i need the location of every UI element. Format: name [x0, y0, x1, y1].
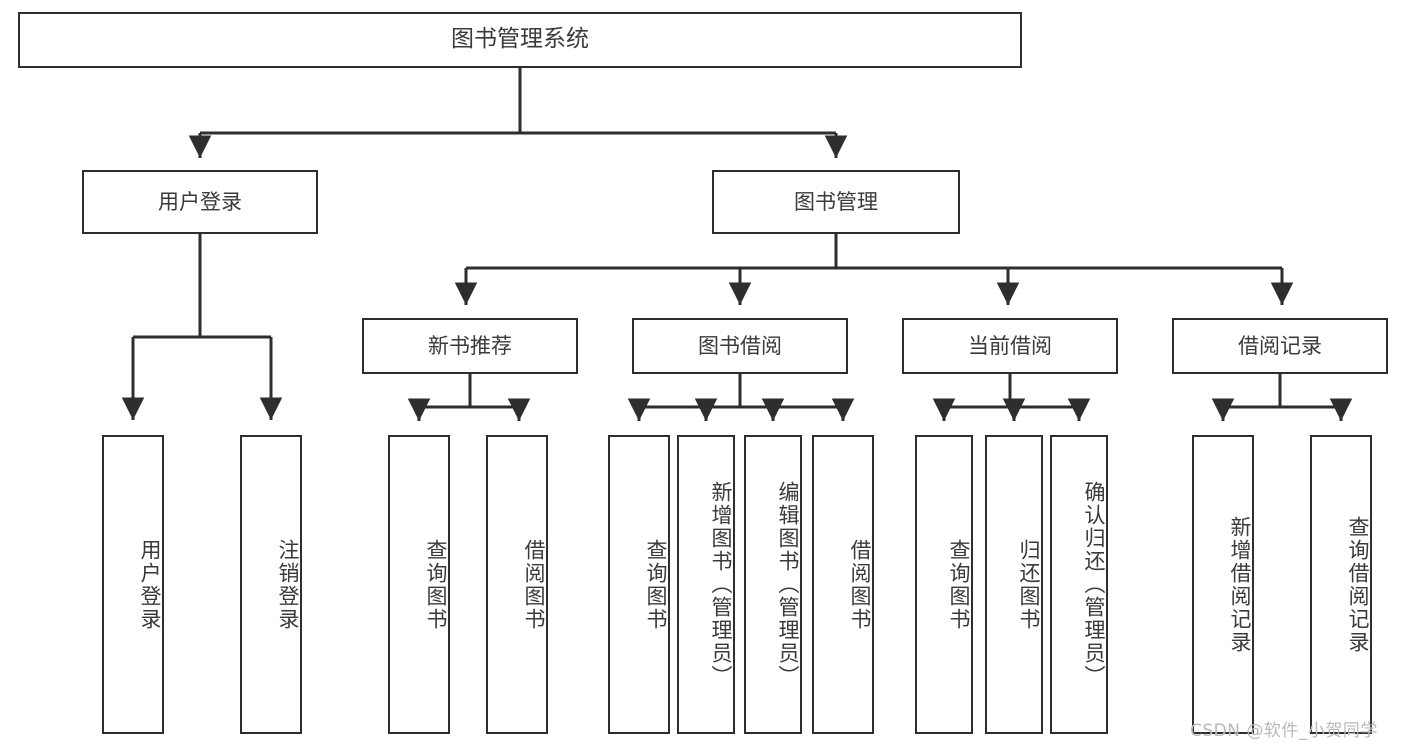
leaf-borrow-book[interactable]: 借阅图书: [812, 435, 874, 734]
node-user-login[interactable]: 用户登录: [82, 170, 318, 234]
node-new-book-recommendation[interactable]: 新书推荐: [362, 318, 578, 374]
node-label: 图书借阅: [698, 333, 782, 358]
node-label: 用户登录: [138, 538, 162, 631]
node-borrow-records[interactable]: 借阅记录: [1172, 318, 1388, 374]
leaf-borrow-book-recommend[interactable]: 借阅图书: [486, 435, 548, 734]
node-book-borrow[interactable]: 图书借阅: [632, 318, 848, 374]
node-label: 注销登录: [276, 538, 300, 631]
node-label: 借阅图书: [848, 538, 872, 631]
node-label: 借阅记录: [1238, 333, 1322, 358]
leaf-edit-book-admin[interactable]: 编辑图书（管理员）: [744, 435, 802, 734]
node-label: 归还图书: [1017, 538, 1041, 631]
node-label: 确认归还（管理员）: [1082, 481, 1106, 688]
node-label: 查询图书: [947, 538, 971, 631]
leaf-confirm-return-admin[interactable]: 确认归还（管理员）: [1050, 435, 1108, 734]
node-label: 编辑图书（管理员）: [776, 481, 800, 688]
node-label: 查询借阅记录: [1346, 515, 1370, 654]
node-label: 新增图书（管理员）: [709, 481, 733, 688]
node-label: 新增借阅记录: [1228, 515, 1252, 654]
csdn-watermark: CSDN @软件_小贺同学: [1190, 721, 1378, 741]
leaf-user-logout[interactable]: 注销登录: [240, 435, 302, 734]
node-label: 借阅图书: [522, 538, 546, 631]
leaf-add-borrow-record[interactable]: 新增借阅记录: [1192, 435, 1254, 734]
node-label: 图书管理系统: [451, 26, 589, 53]
leaf-add-book-admin[interactable]: 新增图书（管理员）: [677, 435, 735, 734]
node-label: 图书管理: [794, 189, 878, 214]
leaf-query-borrow-record[interactable]: 查询借阅记录: [1310, 435, 1372, 734]
leaf-user-login[interactable]: 用户登录: [102, 435, 164, 734]
node-label: 新书推荐: [428, 333, 512, 358]
leaf-return-book[interactable]: 归还图书: [985, 435, 1043, 734]
node-label: 查询图书: [424, 538, 448, 631]
node-book-management[interactable]: 图书管理: [712, 170, 960, 234]
node-label: 用户登录: [158, 189, 242, 214]
leaf-query-book-current[interactable]: 查询图书: [915, 435, 973, 734]
leaf-query-book-recommend[interactable]: 查询图书: [388, 435, 450, 734]
node-label: 查询图书: [644, 538, 668, 631]
node-root[interactable]: 图书管理系统: [18, 12, 1022, 68]
node-current-borrow[interactable]: 当前借阅: [902, 318, 1118, 374]
leaf-query-book-borrow[interactable]: 查询图书: [608, 435, 670, 734]
node-label: 当前借阅: [968, 333, 1052, 358]
